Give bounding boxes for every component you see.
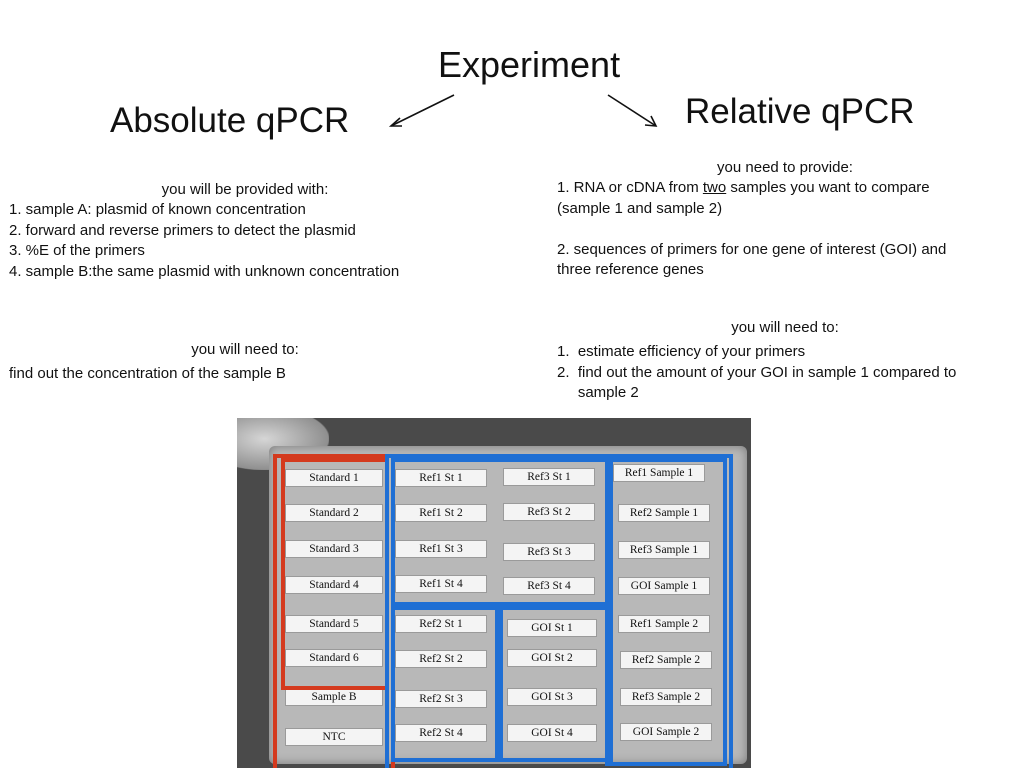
plate-label: Ref1 St 1 — [395, 469, 487, 487]
plate-label: Ref3 St 3 — [503, 543, 595, 561]
plate-label: Standard 4 — [285, 576, 383, 594]
plate-label: Standard 5 — [285, 615, 383, 633]
list-item: 3. %E of the primers — [9, 242, 145, 259]
experiment-title: Experiment — [438, 44, 621, 85]
plate-label: Ref2 St 2 — [395, 650, 487, 668]
plate-label: Ref3 St 1 — [503, 468, 595, 486]
plate-label: Ref2 Sample 2 — [620, 651, 712, 669]
right-need-list: 1. estimate efficiency of your primers 2… — [557, 342, 956, 404]
list-item: 1. RNA or cDNA from two samples you want… — [557, 178, 946, 199]
arrow-left-icon — [388, 94, 455, 127]
plate-label: Standard 3 — [285, 540, 383, 558]
plate-label: Ref3 Sample 2 — [620, 688, 712, 706]
left-need-text: find out the concentration of the sample… — [9, 365, 286, 382]
plate-label: Standard 6 — [285, 649, 383, 667]
arrow-right-icon — [607, 94, 658, 127]
plate-label: GOI St 3 — [507, 688, 597, 706]
list-item: sample 2 — [557, 384, 639, 401]
item1-text-b: samples you want to compare — [726, 179, 930, 196]
goi-outline — [499, 606, 613, 762]
plate-label: Standard 2 — [285, 504, 383, 522]
left-need-intro: you will need to: — [191, 341, 299, 358]
list-item: (sample 1 and sample 2) — [557, 199, 723, 217]
plate-label: Ref1 St 4 — [395, 575, 487, 593]
relative-outline — [385, 454, 733, 768]
list-item: 4. sample B:the same plasmid with unknow… — [9, 262, 400, 280]
list-item: 1. sample A: plasmid of known concentrat… — [9, 201, 306, 218]
plate-label: Ref1 Sample 1 — [613, 464, 705, 482]
provided-intro: you will be provided with: — [161, 181, 329, 198]
ref1-ref3-outline — [391, 458, 613, 606]
plate-label: Ref2 St 4 — [395, 724, 487, 742]
list-item: 2. sequences of primers for one gene of … — [557, 240, 947, 258]
standards-outline — [281, 458, 389, 690]
plate-label: Ref2 Sample 1 — [618, 504, 710, 522]
plate-label: GOI St 1 — [507, 619, 597, 637]
plate-photo: Standard 1 Standard 2 Standard 3 Standar… — [237, 418, 751, 768]
plate-label: Ref3 Sample 1 — [618, 541, 710, 559]
plate-label: GOI St 4 — [507, 724, 597, 742]
list-item: 2. find out the amount of your GOI in sa… — [557, 363, 957, 381]
relative-qpcr-heading: Relative qPCR — [685, 92, 915, 131]
plate-label: GOI Sample 1 — [618, 577, 710, 595]
plate-label: Ref1 St 2 — [395, 504, 487, 522]
branch-arrows — [388, 94, 658, 127]
plate-label: GOI St 2 — [507, 649, 597, 667]
list-item: 1. estimate efficiency of your primers — [557, 343, 806, 360]
plate-label: Standard 1 — [285, 469, 383, 487]
plate-label: Sample B — [285, 688, 383, 706]
provided-list: 1. sample A: plasmid of known concentrat… — [9, 200, 399, 282]
plate-label: Ref3 St 4 — [503, 577, 595, 595]
ref2-outline — [391, 606, 499, 762]
list-item: three reference genes — [557, 261, 704, 278]
plate-label: GOI Sample 2 — [620, 723, 712, 741]
provide-intro: you need to provide: — [717, 159, 853, 176]
plate-label: Ref2 St 3 — [395, 690, 487, 708]
right-need-intro: you will need to: — [731, 319, 839, 336]
item1-underlined: two — [702, 179, 727, 196]
plate-label: Ref3 St 2 — [503, 503, 595, 521]
provide-list: 1. RNA or cDNA from two samples you want… — [557, 178, 946, 281]
absolute-qpcr-heading: Absolute qPCR — [110, 101, 350, 140]
item1-text-a: 1. RNA or cDNA from — [557, 179, 703, 196]
plate-label: NTC — [285, 728, 383, 746]
plate-label: Ref2 St 1 — [395, 615, 487, 633]
plate-label: Ref1 St 3 — [395, 540, 487, 558]
samples-outline — [605, 458, 727, 766]
list-item: 2. forward and reverse primers to detect… — [9, 221, 356, 239]
plate-label: Ref1 Sample 2 — [618, 615, 710, 633]
